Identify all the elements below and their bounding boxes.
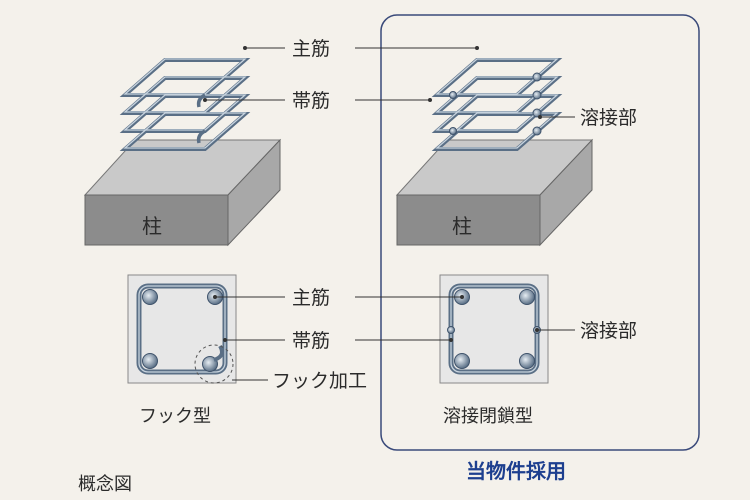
caption-welded-type: 溶接閉鎖型 bbox=[443, 406, 533, 427]
hook-ends bbox=[196, 93, 206, 144]
main-rebars bbox=[434, 47, 560, 188]
pillar-side-face bbox=[539, 138, 593, 247]
hoops bbox=[119, 58, 251, 151]
pillar-side-face bbox=[227, 138, 281, 247]
leader-dots bbox=[203, 46, 542, 342]
label-hook-process: フック加工 bbox=[272, 370, 367, 392]
hook-type-column-3d: 柱 bbox=[83, 47, 282, 247]
caption-concept: 概念図 bbox=[78, 473, 132, 495]
label-hoop-top: 帯筋 bbox=[292, 90, 330, 112]
welded-type-column-3d: 柱 bbox=[395, 47, 594, 247]
pillar-label: 柱 bbox=[452, 214, 472, 238]
label-weld-section: 溶接部 bbox=[580, 320, 637, 342]
hook-highlight-circle bbox=[194, 344, 234, 384]
label-main-rebar-section: 主筋 bbox=[292, 287, 330, 309]
caption-adopted: 当物件採用 bbox=[466, 459, 566, 483]
adopted-frame bbox=[380, 14, 700, 451]
hook-detail bbox=[213, 344, 224, 362]
label-hoop-section: 帯筋 bbox=[292, 330, 330, 352]
label-main-rebar-top: 主筋 bbox=[292, 38, 330, 60]
leader-lines bbox=[205, 47, 575, 381]
caption-hook-type: フック型 bbox=[139, 406, 211, 427]
hook-type-section: フック型 bbox=[127, 274, 237, 427]
label-weld-top: 溶接部 bbox=[580, 107, 637, 129]
pillar-label: 柱 bbox=[142, 214, 162, 238]
welded-type-section: 溶接閉鎖型 bbox=[439, 274, 549, 427]
weld-points bbox=[449, 72, 542, 136]
